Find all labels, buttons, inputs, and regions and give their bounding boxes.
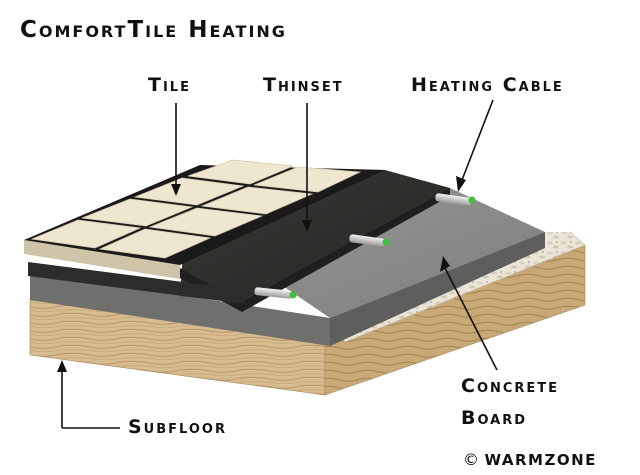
thinset-layer — [28, 170, 450, 312]
cable-end-middle — [349, 234, 390, 247]
leader-lines — [57, 99, 498, 429]
label-concrete-line1: Concrete — [461, 375, 560, 397]
label-thinset: Thinset — [263, 74, 344, 96]
concrete-board-layer — [30, 188, 545, 346]
copyright-symbol: © — [463, 450, 481, 469]
heating-cables — [254, 193, 476, 299]
label-concrete-board: Concrete Board — [461, 370, 559, 434]
copyright-brand: WARMZONE — [484, 451, 597, 469]
cable-end-top — [435, 193, 476, 206]
label-tile: Tile — [148, 74, 191, 96]
cable-end-bottom — [254, 287, 297, 299]
label-heating-cable: Heating Cable — [411, 74, 564, 96]
diagram-title: ComfortTile Heating — [20, 17, 287, 43]
copyright-notice: ©WARMZONE — [463, 450, 597, 469]
label-subfloor: Subfloor — [128, 416, 227, 438]
label-concrete-line2: Board — [461, 407, 528, 429]
tile-layer — [24, 159, 385, 279]
